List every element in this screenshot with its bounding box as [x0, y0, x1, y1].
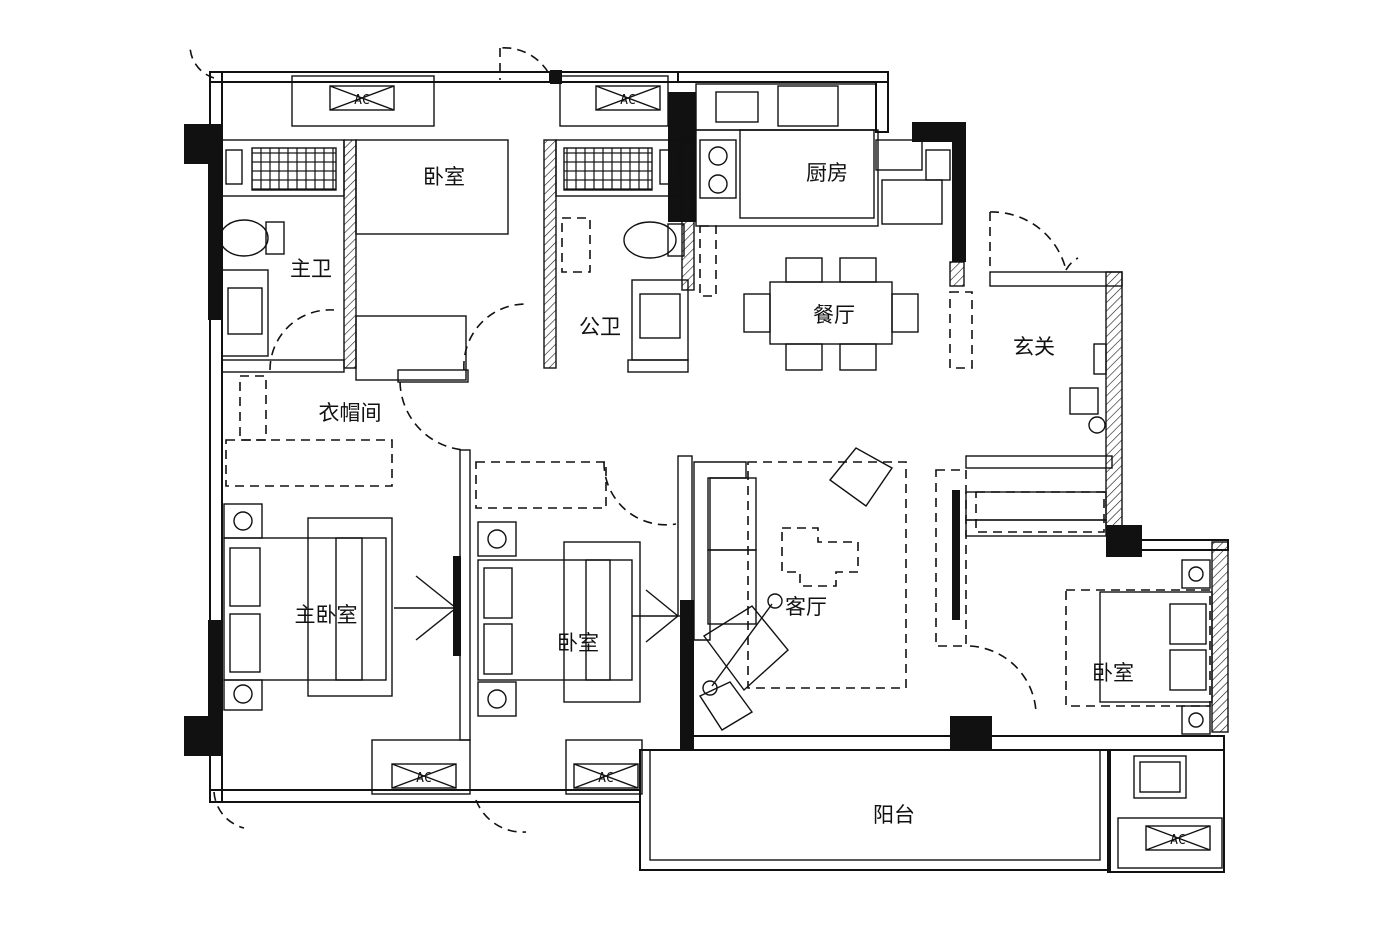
label-public-bath: 公卫	[579, 315, 621, 339]
ac-unit-bottom-mid: AC	[565, 739, 643, 795]
outer-walls	[184, 70, 1229, 803]
interior-walls	[221, 83, 1113, 741]
middle-bed	[477, 521, 679, 717]
label-entrance: 玄关	[1013, 335, 1055, 359]
ac-units: AC AC AC AC AC	[291, 75, 1223, 869]
closets	[225, 217, 1105, 647]
label-bedroom-right: 卧室	[1092, 661, 1134, 685]
ac-unit-bottom-right: AC	[1117, 817, 1223, 869]
label-bedroom-middle: 卧室	[557, 631, 599, 655]
entrance-fixtures	[1069, 343, 1107, 434]
kitchen-fixtures	[699, 85, 951, 225]
dining-table	[743, 257, 919, 371]
ac-unit-top-mid: AC	[559, 75, 669, 127]
doors	[189, 45, 1079, 833]
label-balcony: 阳台	[873, 803, 915, 827]
living-room-furniture	[693, 447, 907, 731]
master-bed	[223, 503, 457, 711]
right-bed	[1065, 559, 1213, 735]
label-dining: 餐厅	[813, 303, 855, 327]
room-labels: 主卫 卧室 厨房 餐厅 玄关 公卫 衣帽间 客厅 主卧室 卧室 卧室 阳台	[290, 161, 1134, 827]
label-master-bedroom: 主卧室	[295, 603, 358, 627]
public-bath-fixtures	[555, 139, 689, 361]
label-bedroom-top: 卧室	[423, 165, 465, 189]
label-cloakroom: 衣帽间	[319, 401, 382, 425]
balcony-area	[639, 749, 1225, 873]
ac-unit-bottom-left: AC	[371, 739, 471, 795]
label-kitchen: 厨房	[806, 161, 848, 185]
label-living: 客厅	[785, 595, 827, 619]
ac-unit-top-left: AC	[291, 75, 435, 127]
label-master-bath: 主卫	[290, 257, 332, 281]
master-bath-fixtures	[219, 139, 345, 357]
